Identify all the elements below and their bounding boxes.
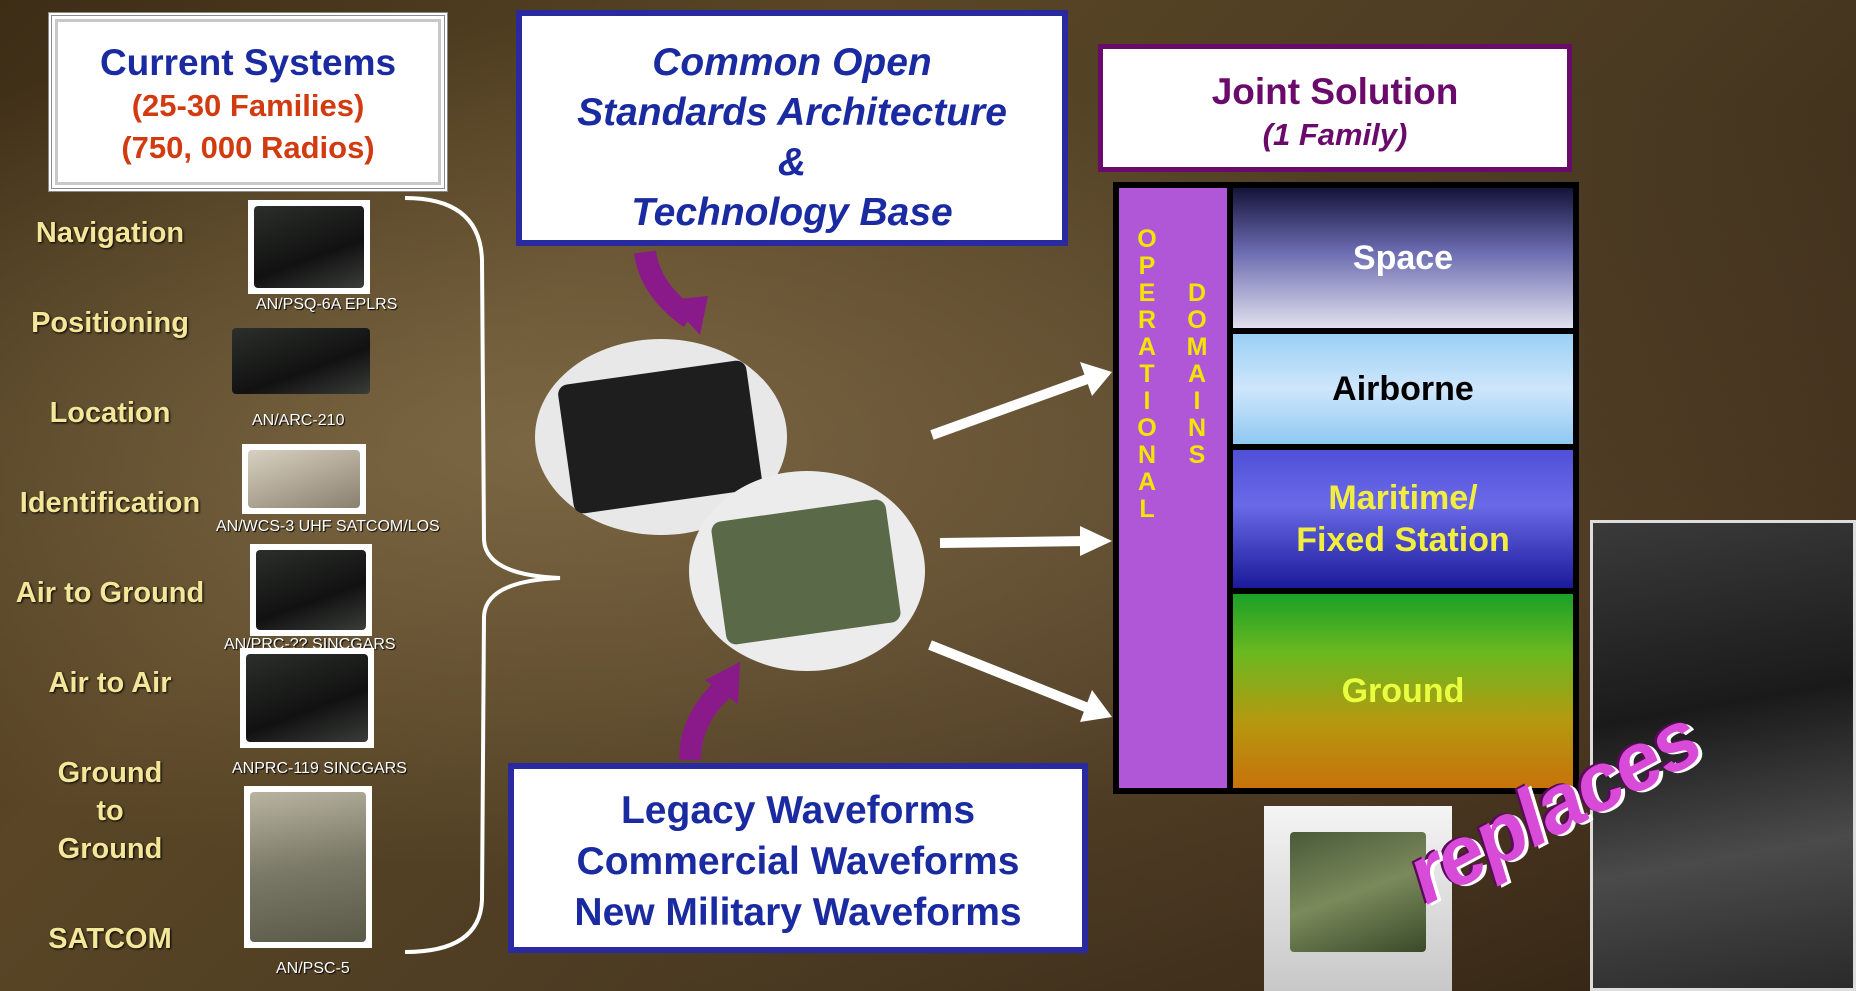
- architecture-line-2: Standards Architecture: [577, 91, 1007, 134]
- radio-caption-sincgars-119: ANPRC-119 SINCGARS: [232, 760, 407, 777]
- function-ground-2: Ground: [57, 833, 163, 865]
- domain-fixed-station-label: Fixed Station: [1296, 521, 1510, 559]
- radio-caption-eplrs: AN/PSQ-6A EPLRS: [256, 296, 398, 313]
- function-to: to: [96, 795, 124, 827]
- radio-caption-wcs3: AN/WCS-3 UHF SATCOM/LOS: [216, 518, 440, 535]
- function-air-to-air: Air to Air: [48, 667, 172, 699]
- domain-airborne: Airborne: [1233, 334, 1573, 444]
- domain-airborne-label: Airborne: [1332, 369, 1474, 408]
- architecture-box: Common Open Standards Architecture & Tec…: [516, 10, 1068, 246]
- radio-image-sincgars-1: [250, 544, 372, 636]
- radio-image-psc5: [244, 786, 372, 948]
- current-systems-title: Current Systems: [99, 42, 397, 83]
- arrow-architecture-head: [668, 296, 708, 335]
- function-air-to-ground: Air to Ground: [15, 577, 205, 609]
- architecture-line-3: &: [777, 141, 807, 184]
- domain-ground-label: Ground: [1341, 671, 1465, 710]
- legacy-radio-stack-image: [1590, 520, 1856, 991]
- joint-solution-title: Joint Solution: [1211, 71, 1459, 112]
- arrow-waveforms-head: [705, 662, 740, 704]
- radios-count: (750, 000 Radios): [121, 130, 375, 165]
- radio-image-sincgars-119: [240, 648, 374, 748]
- domain-maritime-label: Maritime/: [1328, 479, 1478, 517]
- domain-space-label: Space: [1352, 238, 1454, 277]
- current-systems-box: Current Systems (25-30 Families) (750, 0…: [48, 12, 448, 192]
- radio-caption-psc5: AN/PSC-5: [276, 960, 350, 977]
- new-radio-image: [1264, 806, 1452, 991]
- arrow-waveforms-to-radio: [679, 681, 730, 761]
- domain-maritime: Maritime/ Fixed Station: [1233, 450, 1573, 588]
- function-identification: Identification: [19, 487, 201, 519]
- arrow-to-airborne: [930, 373, 1092, 440]
- architecture-line-4: Technology Base: [631, 191, 953, 234]
- waveforms-box: Legacy Waveforms Commercial Waveforms Ne…: [508, 763, 1088, 953]
- function-satcom: SATCOM: [48, 923, 172, 955]
- arrow-to-maritime: [939, 536, 1089, 548]
- waveform-commercial: Commercial Waveforms: [576, 840, 1020, 883]
- function-location: Location: [49, 397, 171, 429]
- radio-image-wcs3: [242, 444, 366, 514]
- domain-space: Space: [1233, 188, 1573, 328]
- grouping-brace: [404, 196, 561, 954]
- radio-caption-arc210: AN/ARC-210: [252, 412, 345, 429]
- function-navigation: Navigation: [35, 217, 185, 249]
- function-positioning: Positioning: [31, 307, 189, 339]
- families-count: (25-30 Families): [131, 88, 365, 123]
- joint-solution-subtitle: (1 Family): [1262, 117, 1408, 152]
- joint-solution-box: Joint Solution (1 Family): [1098, 44, 1572, 172]
- waveform-legacy: Legacy Waveforms: [620, 789, 976, 832]
- waveform-new-military: New Military Waveforms: [574, 891, 1022, 934]
- radio-image-eplrs: [248, 200, 370, 294]
- function-ground-1: Ground: [57, 757, 163, 789]
- radio-image-arc210: [226, 322, 376, 400]
- architecture-line-1: Common Open: [652, 41, 932, 84]
- arrow-to-ground: [928, 640, 1090, 713]
- domain-ground: Ground: [1233, 594, 1573, 788]
